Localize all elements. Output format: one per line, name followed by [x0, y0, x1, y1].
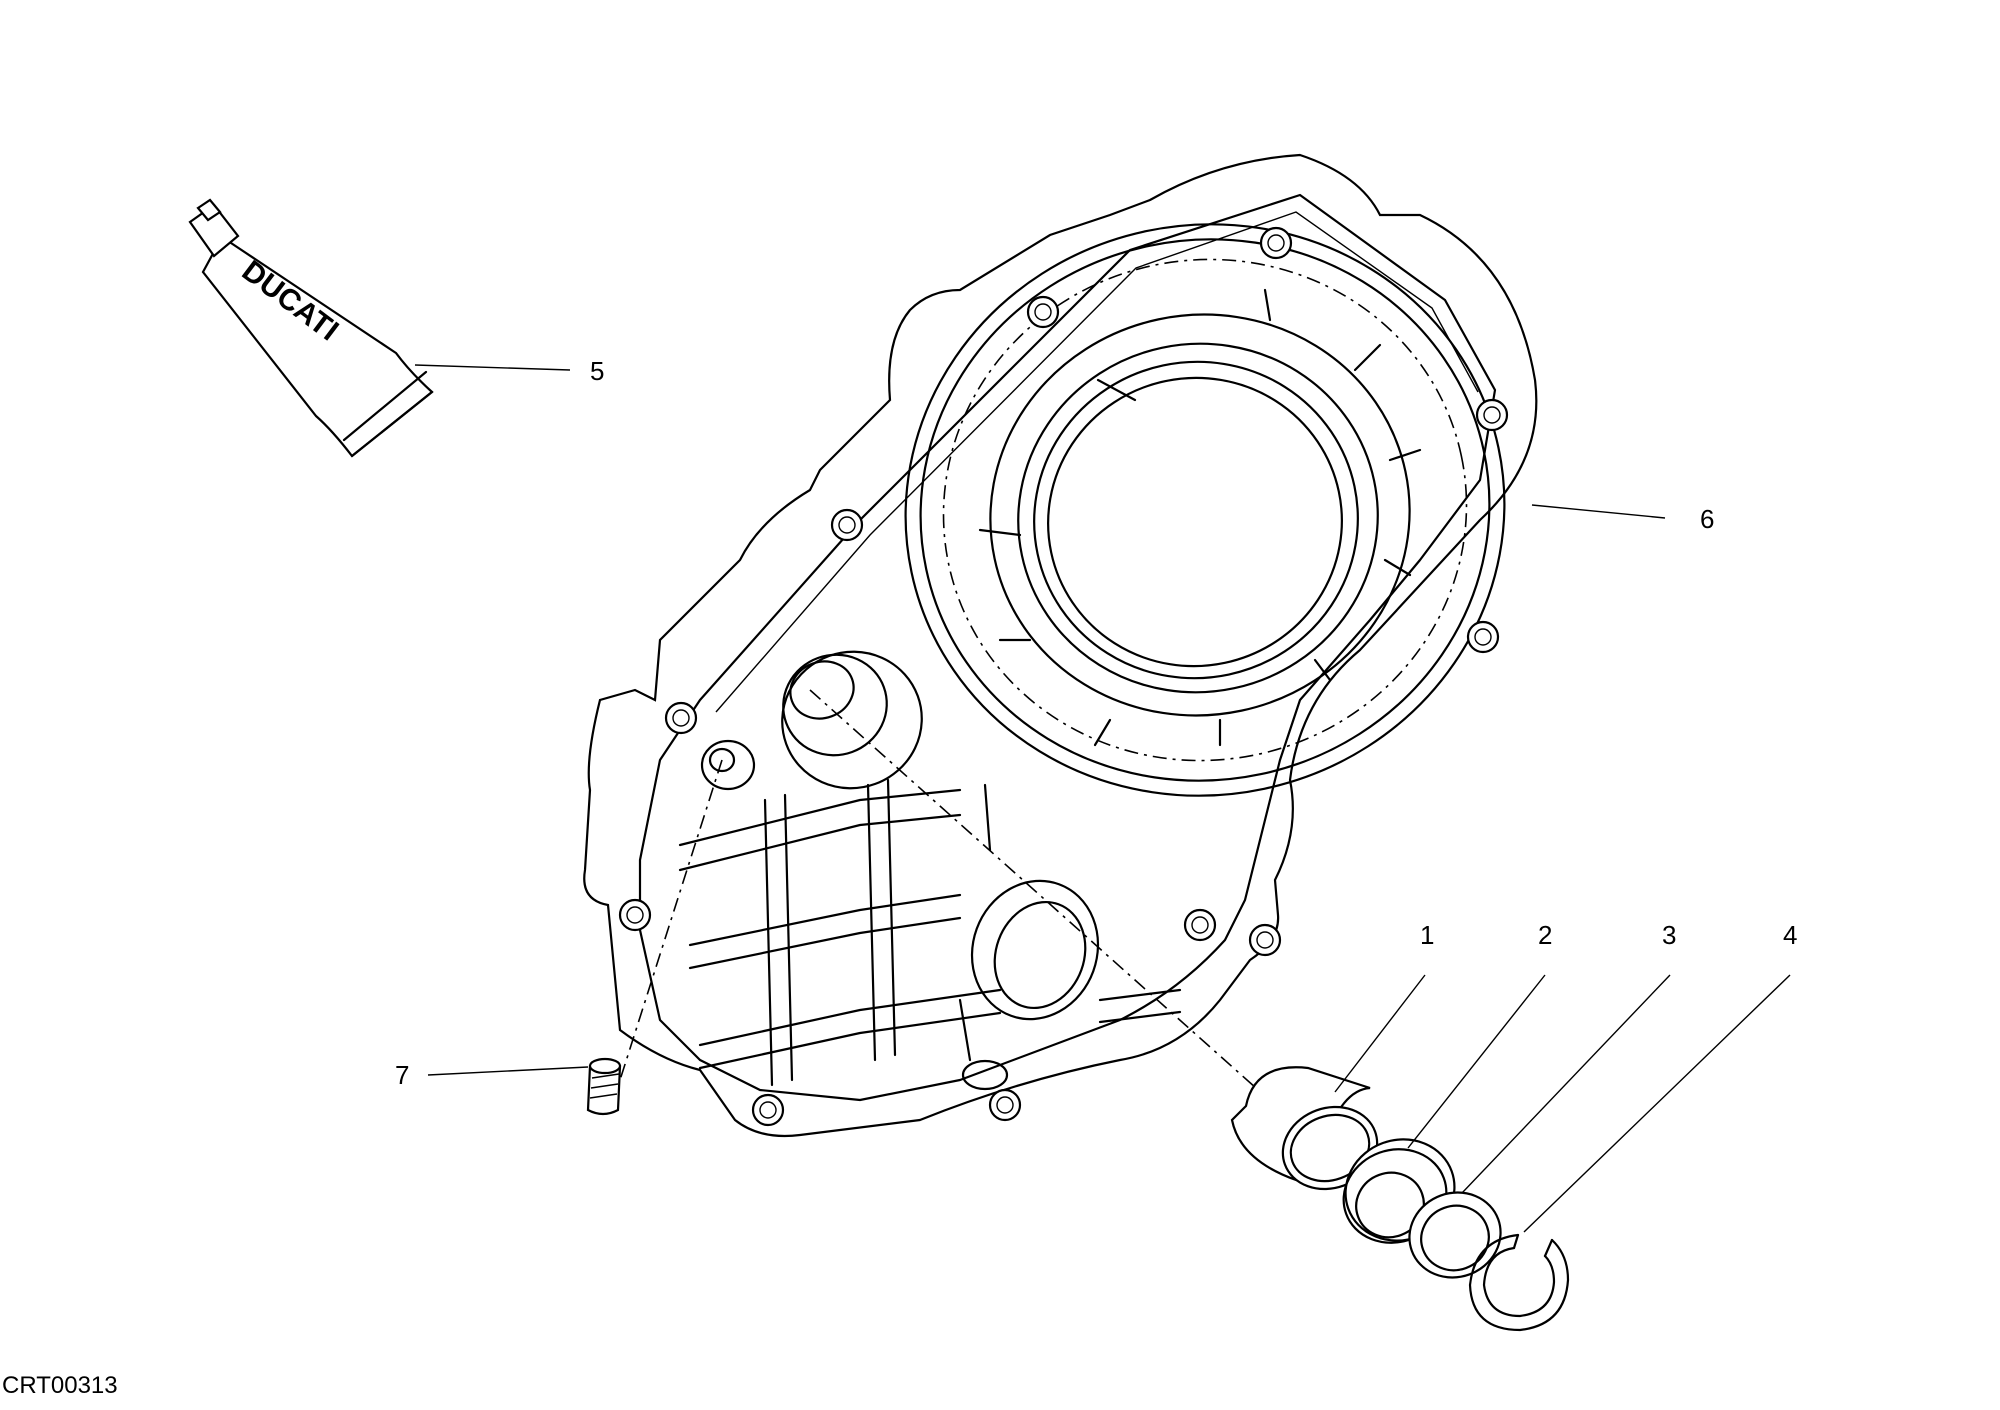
pin-centerline — [619, 759, 723, 1081]
callout-1: 1 — [1420, 920, 1434, 950]
washer — [1408, 1191, 1502, 1279]
dowel-pin — [586, 1057, 622, 1116]
callout-7: 7 — [395, 1060, 409, 1090]
shaft-centerline — [809, 689, 1276, 1106]
diagram-code: CRT00313 — [2, 1372, 118, 1399]
callout-2: 2 — [1538, 920, 1552, 950]
circlip — [1468, 1233, 1570, 1332]
callout-5: 5 — [590, 356, 604, 386]
leader-lines — [414, 364, 1791, 1233]
clutch-cover — [583, 153, 1538, 1138]
callout-4: 4 — [1783, 920, 1797, 950]
callout-3: 3 — [1662, 920, 1676, 950]
callout-6: 6 — [1700, 504, 1714, 534]
sealant-tube: DUCATI — [188, 198, 434, 458]
